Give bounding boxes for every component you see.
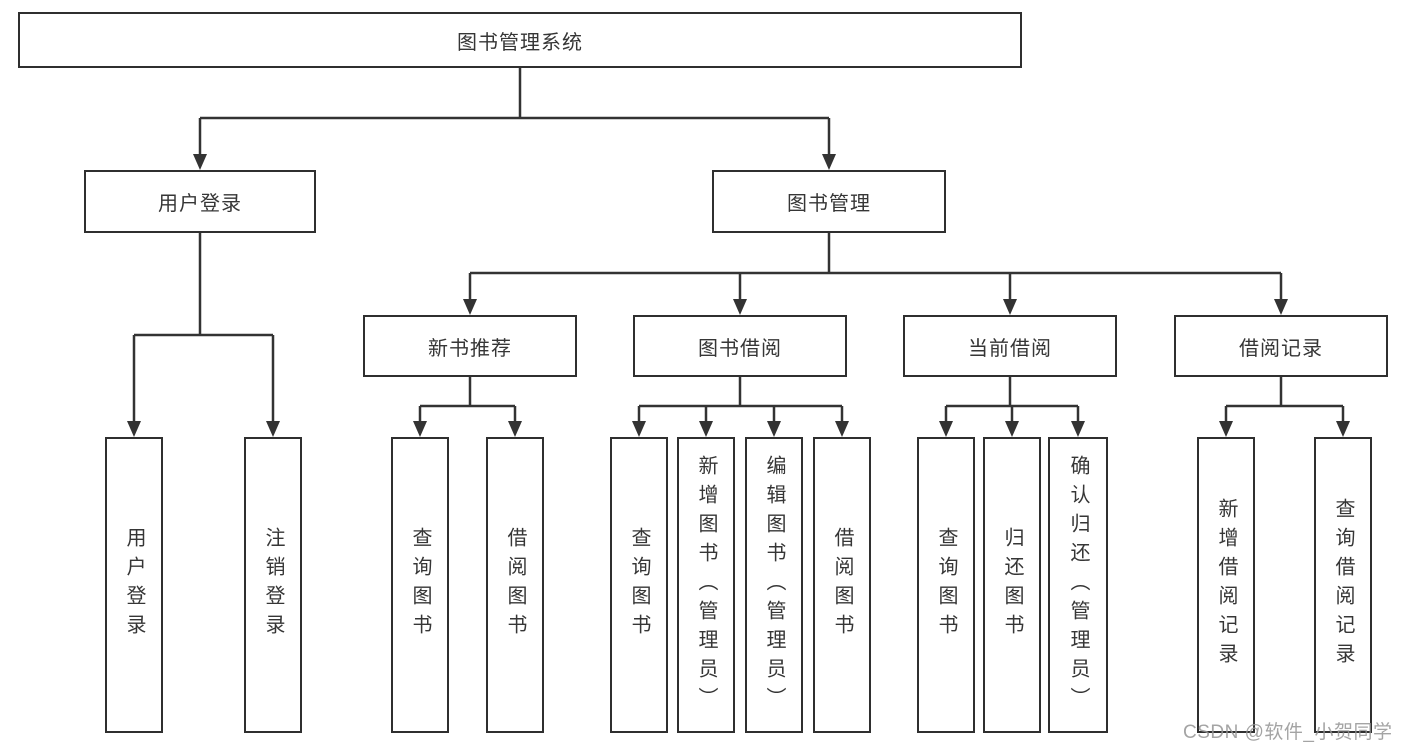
leaf-borrowing-borrow-books: 借阅图书	[813, 437, 871, 733]
node-user-login-label: 用户登录	[158, 193, 242, 215]
leaf-logout: 注销登录	[244, 437, 302, 733]
leaf-borrowing-edit-books-admin-label: 编辑图书（管理员）	[763, 454, 785, 716]
leaf-borrowing-borrow-books-label: 借阅图书	[831, 527, 853, 643]
leaf-user-login-label: 用户登录	[123, 527, 145, 643]
leaf-current-confirm-return-admin: 确认归还（管理员）	[1048, 437, 1108, 733]
node-root-system: 图书管理系统	[18, 12, 1022, 68]
leaf-newbooks-borrow-books-label: 借阅图书	[504, 527, 526, 643]
node-borrow-records: 借阅记录	[1174, 315, 1388, 377]
leaf-records-query-record-label: 查询借阅记录	[1332, 498, 1354, 672]
node-current-borrow-label: 当前借阅	[968, 337, 1052, 360]
leaf-current-confirm-return-admin-label: 确认归还（管理员）	[1067, 454, 1089, 716]
leaf-borrowing-edit-books-admin: 编辑图书（管理员）	[745, 437, 803, 733]
leaf-borrowing-query-books-label: 查询图书	[628, 527, 650, 643]
leaf-newbooks-query-books: 查询图书	[391, 437, 449, 733]
leaf-newbooks-query-books-label: 查询图书	[409, 527, 431, 643]
leaf-records-query-record: 查询借阅记录	[1314, 437, 1372, 733]
leaf-user-login: 用户登录	[105, 437, 163, 733]
node-current-borrow: 当前借阅	[903, 315, 1117, 377]
node-new-book-recommend: 新书推荐	[363, 315, 577, 377]
leaf-borrowing-add-books-admin: 新增图书（管理员）	[677, 437, 735, 733]
leaf-current-return-books: 归还图书	[983, 437, 1041, 733]
csdn-watermark: CSDN @软件_小贺同学	[1183, 722, 1393, 743]
node-book-management-label: 图书管理	[787, 193, 871, 215]
leaf-current-return-books-label: 归还图书	[1001, 527, 1023, 643]
node-root-label: 图书管理系统	[457, 31, 583, 54]
node-new-book-recommend-label: 新书推荐	[428, 337, 512, 360]
leaf-borrowing-add-books-admin-label: 新增图书（管理员）	[695, 454, 717, 716]
leaf-records-add-record: 新增借阅记录	[1197, 437, 1255, 733]
leaf-newbooks-borrow-books: 借阅图书	[486, 437, 544, 733]
leaf-current-query-books-label: 查询图书	[935, 527, 957, 643]
node-user-login: 用户登录	[84, 170, 316, 233]
node-book-management: 图书管理	[712, 170, 946, 233]
node-book-borrowing: 图书借阅	[633, 315, 847, 377]
leaf-records-add-record-label: 新增借阅记录	[1215, 498, 1237, 672]
node-borrow-records-label: 借阅记录	[1239, 337, 1323, 360]
leaf-current-query-books: 查询图书	[917, 437, 975, 733]
leaf-borrowing-query-books: 查询图书	[610, 437, 668, 733]
leaf-logout-label: 注销登录	[262, 527, 284, 643]
node-book-borrowing-label: 图书借阅	[698, 337, 782, 360]
